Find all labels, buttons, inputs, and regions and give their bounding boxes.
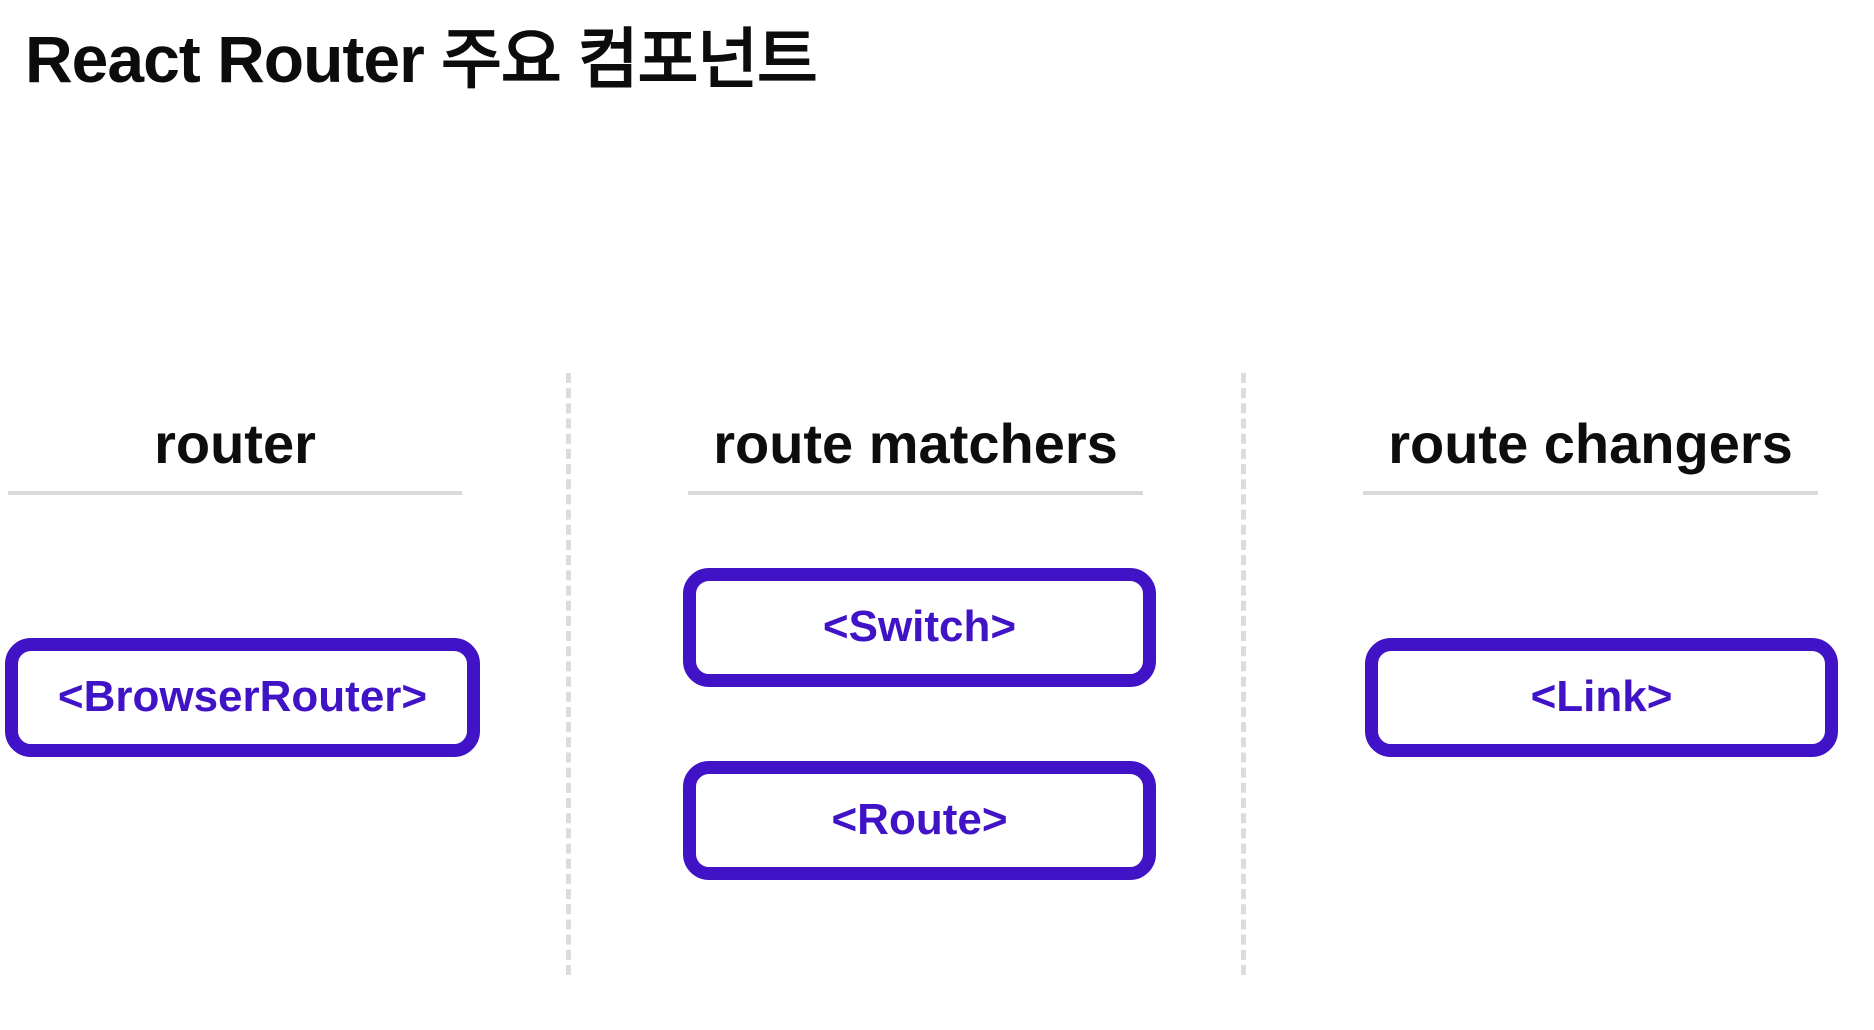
column-route-changers-header: route changers <box>1363 413 1818 495</box>
browserrouter-box: <BrowserRouter> <box>5 637 480 757</box>
column-route-changers-title: route changers <box>1388 412 1793 475</box>
page-title: React Router 주요 컴포넌트 <box>25 22 818 96</box>
switch-box: <Switch> <box>683 567 1156 687</box>
column-route-matchers: route matchers <Switch> <Route> <box>571 373 1241 975</box>
route-box: <Route> <box>683 760 1156 880</box>
column-route-changers-underline <box>1363 490 1818 495</box>
switch-label: <Switch> <box>822 602 1017 652</box>
column-route-matchers-title: route matchers <box>713 412 1118 475</box>
browserrouter-label: <BrowserRouter> <box>57 672 428 722</box>
column-divider-right <box>1241 373 1246 975</box>
column-route-matchers-underline <box>688 490 1143 495</box>
column-route-changers: route changers <Link> <box>1246 373 1874 975</box>
column-divider-left <box>566 373 571 975</box>
column-router-underline <box>8 490 462 495</box>
column-route-matchers-header: route matchers <box>688 413 1143 495</box>
link-box: <Link> <box>1365 637 1838 757</box>
column-router-title: router <box>154 412 316 475</box>
columns-area: router <BrowserRouter> route matchers <S… <box>0 373 1874 975</box>
link-label: <Link> <box>1530 672 1673 722</box>
column-router: router <BrowserRouter> <box>0 373 566 975</box>
column-router-header: router <box>8 413 462 495</box>
route-label: <Route> <box>831 795 1008 845</box>
